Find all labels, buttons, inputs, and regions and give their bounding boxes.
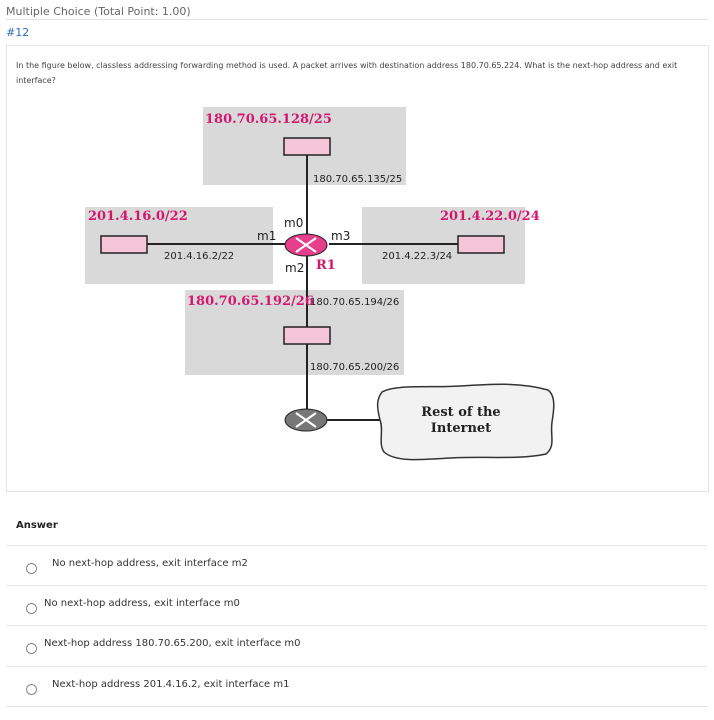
radio-button[interactable]: [26, 563, 37, 574]
option-label[interactable]: Next-hop address 201.4.16.2, exit interf…: [52, 679, 290, 690]
question-panel: [6, 45, 709, 492]
divider: [6, 706, 708, 707]
option-row[interactable]: Next-hop address 180.70.65.200, exit int…: [6, 625, 707, 666]
question-text: In the figure below, classless addressin…: [16, 61, 678, 85]
answer-heading: Answer: [16, 520, 58, 531]
radio-button[interactable]: [26, 684, 37, 695]
option-label[interactable]: No next-hop address, exit interface m0: [44, 598, 240, 609]
option-label[interactable]: No next-hop address, exit interface m2: [52, 558, 248, 569]
radio-button[interactable]: [26, 643, 37, 654]
option-label[interactable]: Next-hop address 180.70.65.200, exit int…: [44, 638, 301, 649]
radio-button[interactable]: [26, 603, 37, 614]
option-row[interactable]: No next-hop address, exit interface m0: [6, 585, 707, 626]
option-row[interactable]: Next-hop address 201.4.16.2, exit interf…: [6, 666, 707, 707]
option-row[interactable]: No next-hop address, exit interface m2: [6, 545, 707, 586]
divider: [6, 19, 708, 20]
question-number: #12: [6, 26, 30, 39]
question-type: Multiple Choice (Total Point: 1.00): [6, 5, 191, 18]
